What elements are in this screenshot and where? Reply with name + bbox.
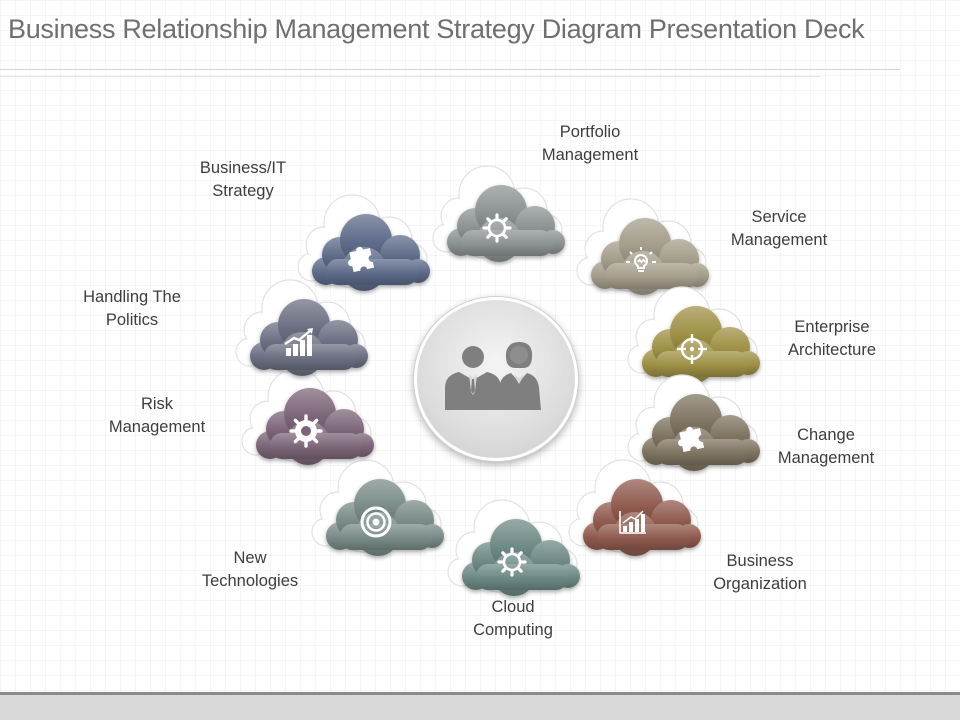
label-risk-management: Risk Management xyxy=(108,395,206,436)
cloud-handling-the-politics xyxy=(230,279,370,380)
footer-bar xyxy=(0,695,960,720)
cloud-portfolio-management xyxy=(427,165,567,266)
page-title: Business Relationship Management Strateg… xyxy=(8,14,865,44)
label-change-management: Change Management xyxy=(777,426,875,467)
title-divider-secondary xyxy=(0,76,820,77)
label-new-technologies: New Technologies xyxy=(201,549,299,590)
cloud-shape xyxy=(627,286,760,383)
cog-icon xyxy=(286,411,326,451)
cloud-shape xyxy=(627,374,760,471)
label-service-management: Service Management xyxy=(730,208,828,249)
label-enterprise-architecture: Enterprise Architecture xyxy=(787,318,877,359)
title-divider xyxy=(0,69,900,70)
cloud-shape xyxy=(432,165,565,262)
cloud-shape xyxy=(447,499,580,596)
cloud-shape xyxy=(568,459,701,556)
gear-icon xyxy=(477,208,517,248)
crosshair-icon xyxy=(672,329,712,369)
target-icon xyxy=(356,502,396,542)
puzzle-icon xyxy=(672,417,712,457)
cloud-risk-management xyxy=(236,368,376,469)
cloud-cloud-computing xyxy=(442,499,582,600)
label-business-organization: Business Organization xyxy=(713,552,807,593)
label-cloud-computing: Cloud Computing xyxy=(473,598,553,639)
cloud-shape xyxy=(235,279,368,376)
central-hub xyxy=(414,297,578,461)
footer-divider xyxy=(0,692,960,695)
bar-chart-icon xyxy=(613,502,653,542)
cloud-change-management xyxy=(622,374,762,475)
gear-icon xyxy=(492,542,532,582)
cloud-business-it-strategy xyxy=(292,194,432,295)
puzzle-icon xyxy=(342,237,382,277)
business-people-icon xyxy=(445,342,541,410)
label-business-it-strategy: Business/IT Strategy xyxy=(199,159,287,200)
cloud-service-management xyxy=(571,198,711,299)
cloud-business-organization xyxy=(563,459,703,560)
label-portfolio-management: Portfolio Management xyxy=(541,123,639,164)
lightbulb-icon xyxy=(621,241,661,281)
label-handling-the-politics: Handling The Politics xyxy=(83,288,181,329)
cloud-enterprise-architecture xyxy=(622,286,762,387)
cloud-new-technologies xyxy=(306,459,446,560)
growth-chart-icon xyxy=(280,322,320,362)
